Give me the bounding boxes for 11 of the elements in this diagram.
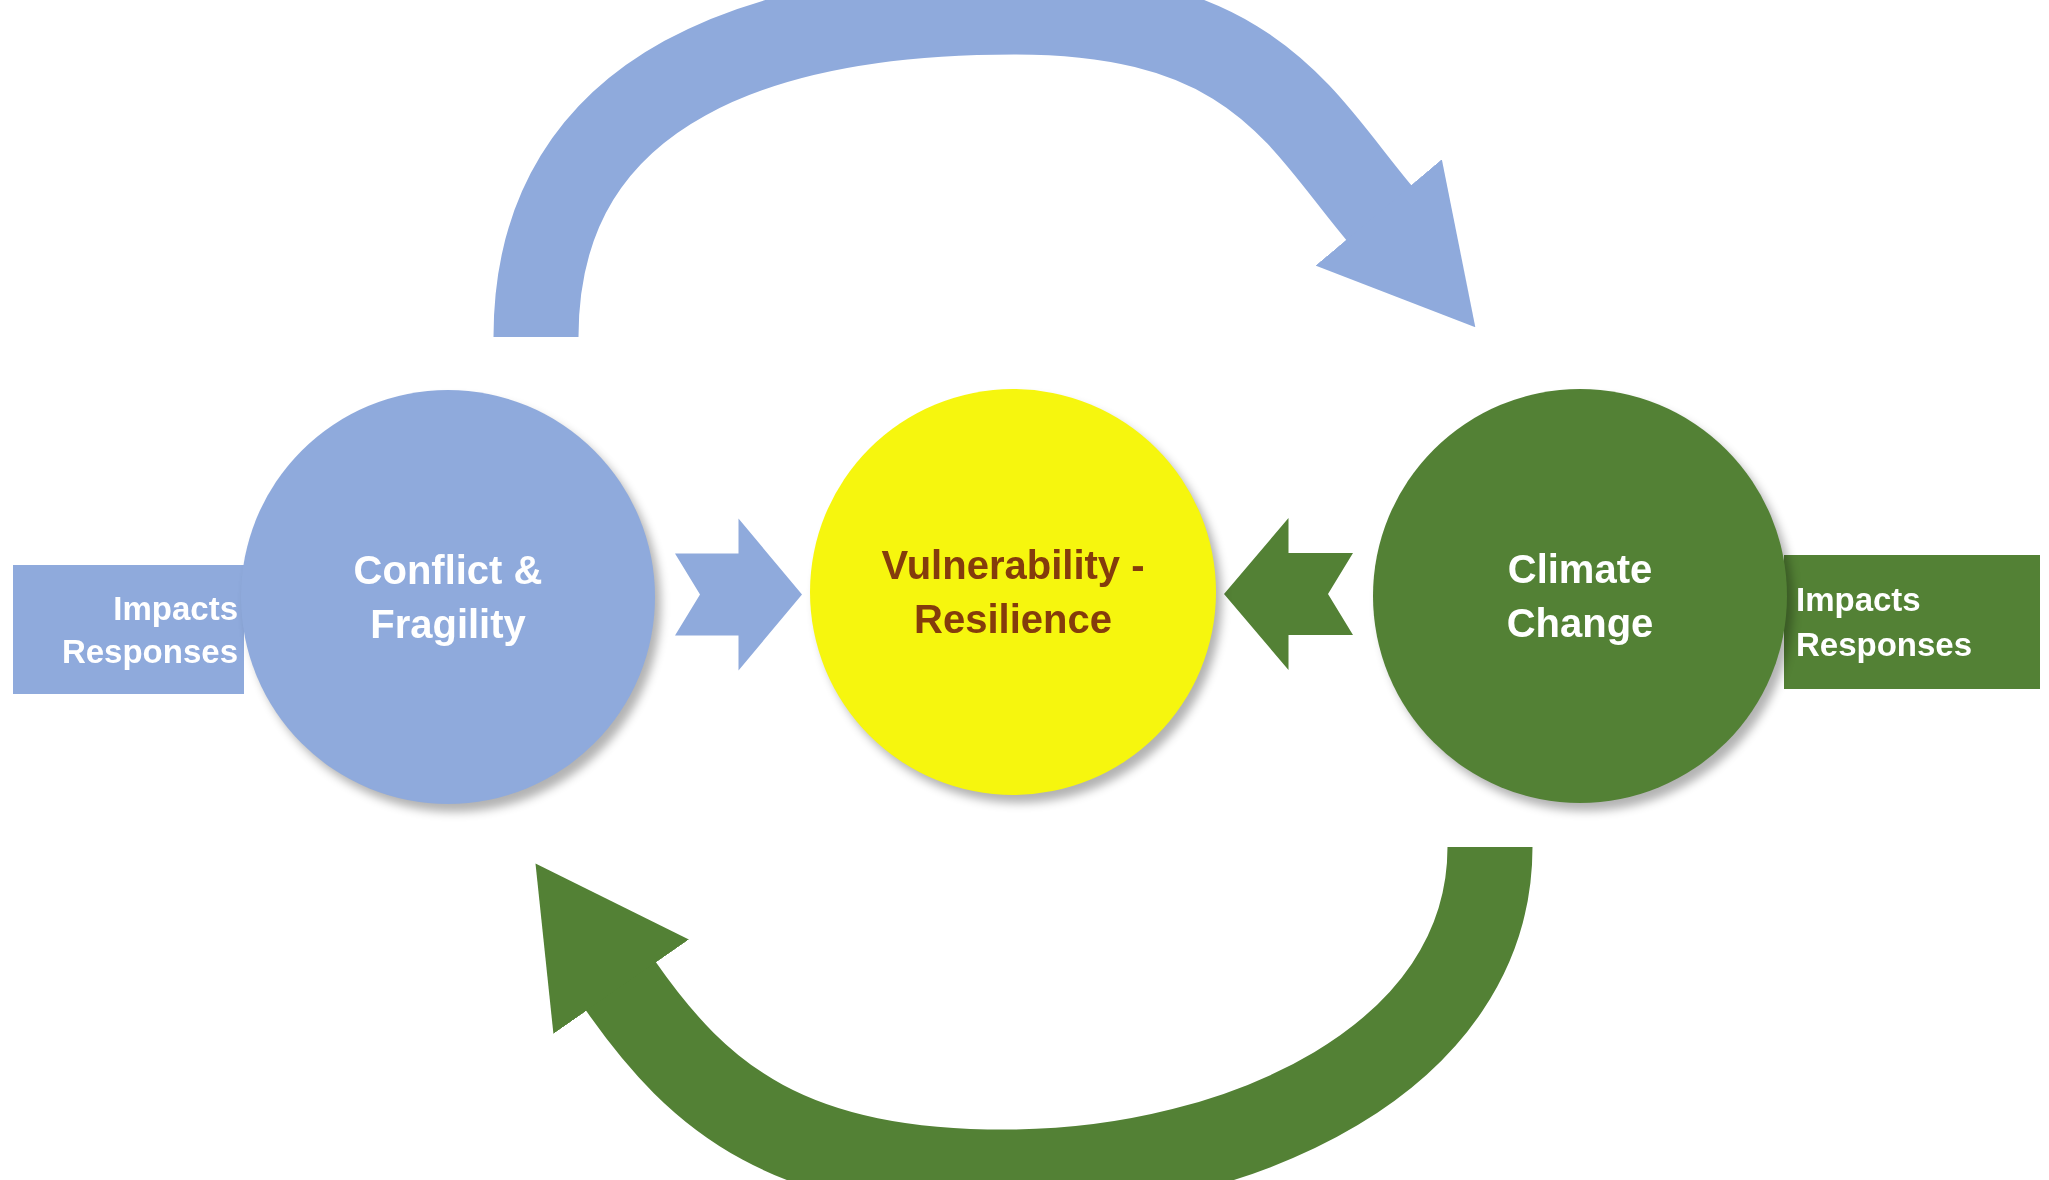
- node-label: Responses: [1796, 628, 1973, 661]
- node-label: Conflict & Fragility: [352, 547, 544, 648]
- node-label: Impacts: [113, 591, 238, 625]
- node-label: Vulnerability - Resilience: [880, 542, 1146, 643]
- node-label: Climate Change: [1505, 546, 1655, 647]
- side-band: [13, 565, 244, 694]
- chevron-arrow: [675, 518, 802, 671]
- node-label: Impacts: [1796, 583, 1921, 616]
- chevron-arrow: [1224, 518, 1353, 670]
- side-band: [1784, 555, 2040, 689]
- node-label: Responses: [61, 634, 238, 668]
